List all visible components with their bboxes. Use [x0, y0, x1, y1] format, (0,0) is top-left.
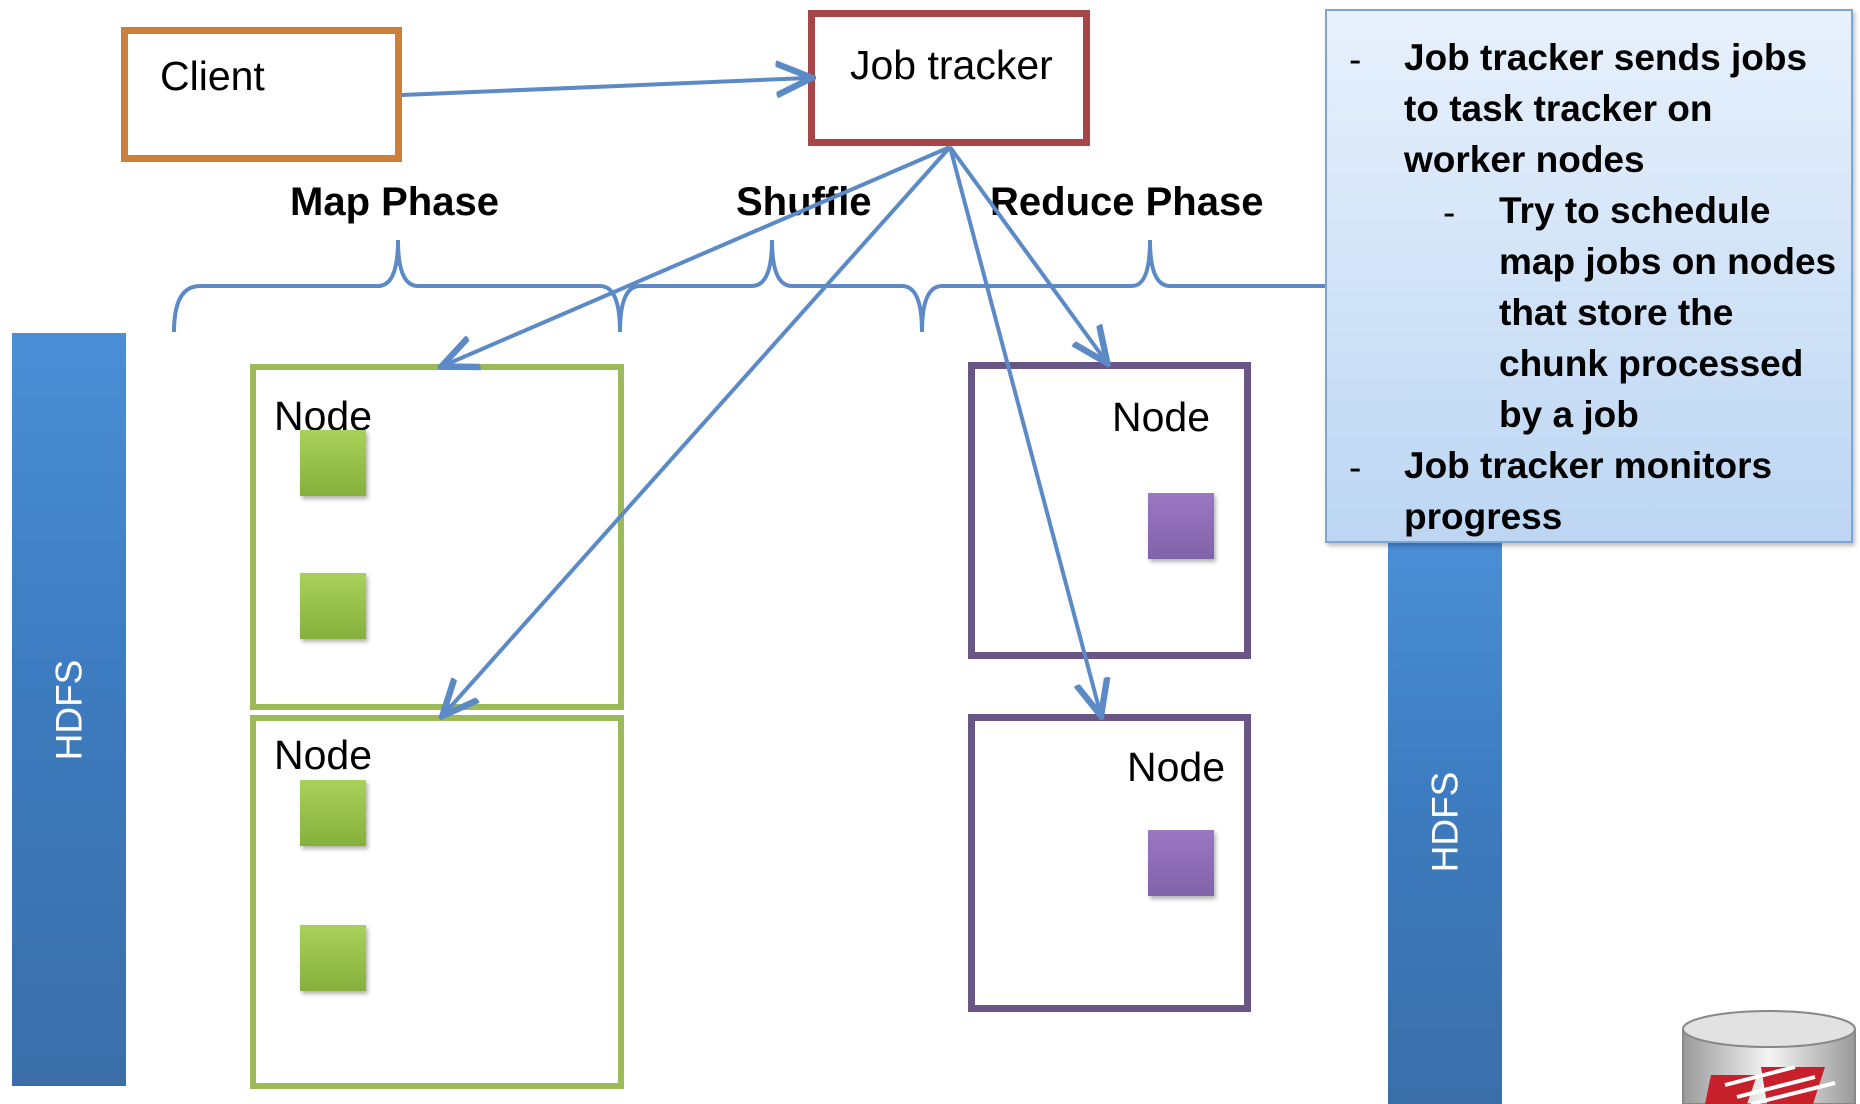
note-sub-bullet: - [1443, 192, 1456, 233]
note-line: by a job [1499, 394, 1639, 435]
reduce-phase-brace [920, 239, 1325, 333]
note-bullet: - [1349, 39, 1362, 80]
reduce-phase-label: Reduce Phase [990, 180, 1264, 224]
arrow-to-map-node-2 [445, 145, 952, 713]
job-tracker-label: Job tracker [850, 42, 1053, 88]
reduce-task [1148, 830, 1214, 896]
map-phase-label: Map Phase [290, 180, 499, 224]
map-phase-brace [172, 239, 622, 333]
map-node-1-label: Node [274, 393, 373, 439]
note-callout: - Job tracker sends jobs to task tracker… [1325, 9, 1853, 543]
arrow-to-reduce-node-2 [948, 146, 1100, 712]
map-node-2: Node [250, 715, 624, 1089]
note-line: worker nodes [1404, 139, 1645, 180]
database-cylinder-icon [1682, 1010, 1856, 1104]
note-line: to task tracker on [1404, 88, 1713, 129]
client-box: Client [121, 27, 402, 162]
reduce-node-2-label: Node [1127, 744, 1226, 790]
reduce-task [1148, 493, 1214, 559]
note-line: map jobs on nodes [1499, 241, 1837, 282]
arrow-to-reduce-node-1 [948, 145, 1105, 360]
arrow-client-to-job-tracker [401, 78, 808, 95]
note-line: progress [1404, 496, 1563, 537]
map-task [300, 573, 366, 639]
map-node-1: Node [250, 364, 624, 710]
note-line: Try to schedule [1499, 190, 1771, 231]
note-line: Job tracker monitors [1404, 445, 1773, 486]
hdfs-bar-right: HDFS [1388, 540, 1502, 1104]
map-task [300, 925, 366, 991]
map-node-2-label: Node [274, 732, 373, 778]
arrow-to-map-node-1 [445, 145, 951, 365]
client-label: Client [160, 53, 265, 99]
reduce-node-1-label: Node [1112, 394, 1211, 440]
map-task [300, 430, 366, 496]
hdfs-bar-left: HDFS [12, 333, 126, 1086]
note-line: Job tracker sends jobs [1404, 37, 1808, 78]
shuffle-brace [618, 239, 924, 333]
note-line: chunk processed [1499, 343, 1804, 384]
note-bullet: - [1349, 447, 1362, 488]
note-line: that store the [1499, 292, 1734, 333]
map-task [300, 780, 366, 846]
